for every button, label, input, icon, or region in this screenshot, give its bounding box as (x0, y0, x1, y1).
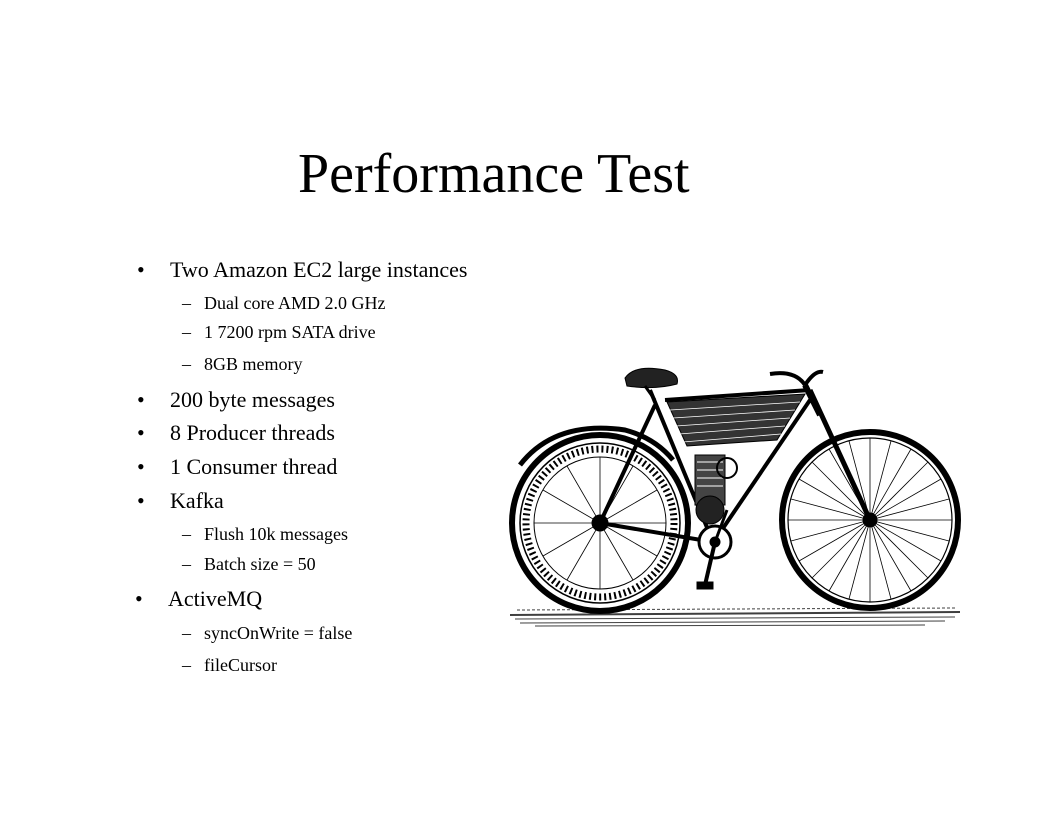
bullet-icon: • (137, 387, 145, 412)
bullet-text: 1 Consumer thread (170, 454, 338, 479)
sub-bullet-text: Flush 10k messages (204, 524, 348, 544)
bullet-item: • 200 byte messages (137, 387, 335, 412)
sub-bullet-item: – Batch size = 50 (182, 554, 316, 574)
engine (694, 454, 738, 525)
sub-bullet-text: Dual core AMD 2.0 GHz (204, 293, 386, 313)
bullet-icon: • (137, 257, 145, 282)
dash-icon: – (182, 554, 191, 574)
sub-bullet-item: – Dual core AMD 2.0 GHz (182, 293, 386, 313)
dash-icon: – (182, 623, 191, 643)
bullet-item: • ActiveMQ (135, 586, 263, 611)
bullet-item: • Two Amazon EC2 large instances (137, 257, 468, 282)
bullet-text: Kafka (170, 488, 224, 513)
bullet-text: Two Amazon EC2 large instances (170, 257, 468, 282)
slide-title: Performance Test (298, 143, 690, 205)
dash-icon: – (182, 524, 191, 544)
sub-bullet-item: – syncOnWrite = false (182, 623, 353, 643)
sub-bullet-item: – Flush 10k messages (182, 524, 348, 544)
fuel-tank (666, 393, 806, 447)
bullet-item: • 1 Consumer thread (137, 454, 338, 479)
dash-icon: – (182, 293, 191, 313)
bullet-text: ActiveMQ (168, 586, 263, 611)
sub-bullet-text: Batch size = 50 (204, 554, 316, 574)
sub-bullet-text: 1 7200 rpm SATA drive (204, 322, 376, 342)
sub-bullet-text: fileCursor (204, 655, 277, 675)
sub-bullet-item: – 1 7200 rpm SATA drive (182, 322, 376, 342)
front-wheel (779, 429, 961, 611)
dash-icon: – (182, 354, 191, 374)
bullet-icon: • (135, 586, 143, 611)
sub-bullet-text: 8GB memory (204, 354, 303, 374)
sub-bullet-item: – fileCursor (182, 655, 277, 675)
dash-icon: – (182, 655, 191, 675)
bullet-text: 200 byte messages (170, 387, 335, 412)
sub-bullet-item: – 8GB memory (182, 354, 303, 374)
motorcycle-illustration (509, 367, 961, 627)
bullet-icon: • (137, 454, 145, 479)
bullet-icon: • (137, 488, 145, 513)
handlebars (769, 369, 824, 387)
bullet-item: • Kafka (137, 488, 224, 513)
bullet-item: • 8 Producer threads (137, 420, 335, 445)
bullet-text: 8 Producer threads (170, 420, 335, 445)
sub-bullet-text: syncOnWrite = false (204, 623, 353, 643)
bullet-icon: • (137, 420, 145, 445)
dash-icon: – (182, 322, 191, 342)
saddle (624, 367, 678, 401)
crank-and-pedal (696, 509, 733, 590)
